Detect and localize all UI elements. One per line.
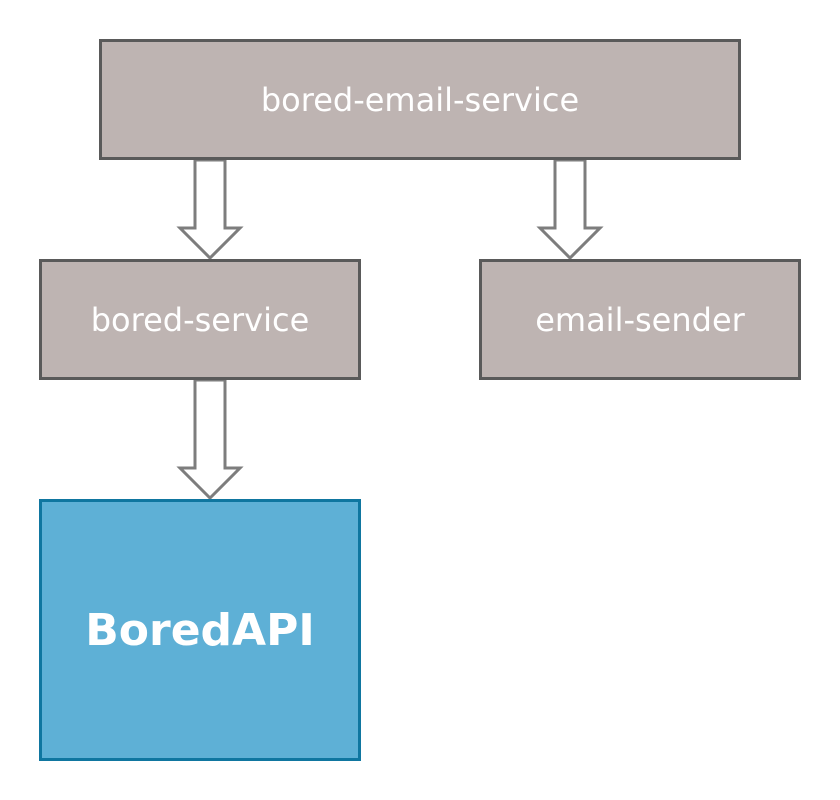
arrow-root-to-bored-service [176, 158, 244, 261]
node-boredapi: BoredAPI [39, 499, 361, 761]
node-label: email-sender [535, 300, 745, 339]
node-bored-email-service: bored-email-service [99, 39, 741, 160]
node-label: bored-service [90, 300, 310, 339]
node-label: BoredAPI [85, 604, 315, 656]
node-bored-service: bored-service [39, 259, 361, 380]
node-label: bored-email-service [260, 80, 580, 119]
arrow-bored-service-to-boredapi [176, 378, 244, 501]
node-email-sender: email-sender [479, 259, 801, 380]
arrow-root-to-email-sender [536, 158, 604, 261]
